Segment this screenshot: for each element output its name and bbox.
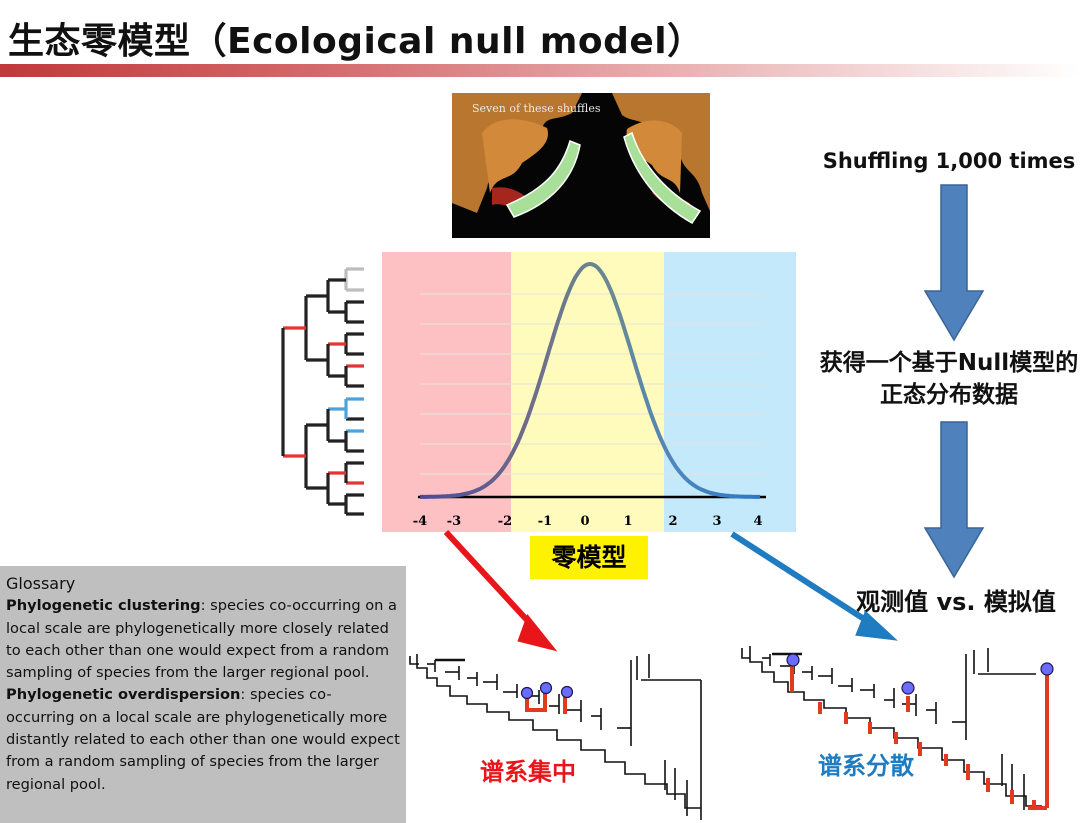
glossary-box: Glossary Phylogenetic clustering: specie… — [0, 566, 406, 823]
species-dot-icon — [520, 686, 534, 700]
overdispersion-definition: Phylogenetic overdispersion: species co-… — [6, 684, 400, 795]
tick-label: 4 — [753, 514, 762, 529]
overdispersed-phylogeny-tree — [741, 646, 1054, 810]
tick-label: 1 — [623, 514, 632, 529]
cards-hands-illustration — [452, 93, 710, 238]
clustering-def-text: : species co-occurring on a local scale … — [6, 597, 398, 682]
down-arrow-icon — [923, 184, 985, 342]
species-dot-icon — [1040, 662, 1054, 676]
normal-data-text: 获得一个基于Null模型的正态分布数据 — [819, 350, 1079, 408]
observed-vs-simulated-text: 观测值 vs. 模拟值 — [856, 588, 1056, 616]
species-dot-icon — [901, 681, 915, 695]
chart-gridlines — [420, 293, 764, 475]
tick-label: -3 — [447, 514, 461, 529]
clustering-term: Phylogenetic clustering — [6, 597, 201, 615]
blue-arrowhead-icon — [855, 610, 898, 641]
species-dot-icon — [786, 653, 800, 667]
clustering-label: 谱系集中 — [480, 758, 576, 786]
photo-caption: Seven of these shuffles — [472, 102, 601, 115]
phylogenetic-tree-regional-pool — [281, 267, 364, 516]
tick-label: -4 — [413, 514, 427, 529]
overdispersion-label: 谱系分散 — [818, 752, 914, 780]
overdispersion-term: Phylogenetic overdispersion — [6, 686, 241, 704]
left-tail-region — [382, 252, 511, 532]
tick-label: 0 — [580, 514, 589, 529]
null-model-label: 零模型 — [530, 536, 648, 579]
title-underline-bar — [0, 64, 1080, 77]
clustering-definition: Phylogenetic clustering: species co-occu… — [6, 595, 400, 684]
right-tail-region — [664, 252, 796, 532]
clustered-phylogeny-tree — [409, 654, 702, 820]
species-dot-icon — [560, 685, 574, 699]
overdispersion-def-text: : species co-occurring on a local scale … — [6, 686, 400, 793]
null-model-distribution-chart: -4 -3 -2 -1 0 1 2 3 4 — [382, 252, 796, 532]
tick-label: -2 — [498, 514, 512, 529]
species-dot-icon — [539, 681, 553, 695]
slide-title: 生态零模型（Ecological null model） — [8, 21, 704, 62]
shuffling-cards-photo: Seven of these shuffles — [452, 93, 710, 238]
red-arrowhead-icon — [517, 613, 558, 652]
tick-label: 2 — [668, 514, 677, 529]
glossary-heading: Glossary — [6, 574, 76, 593]
shuffling-text: Shuffling 1,000 times — [822, 149, 1076, 173]
normal-curve — [420, 261, 760, 499]
down-arrow-icon — [923, 421, 985, 579]
tick-label: 3 — [712, 514, 721, 529]
tick-label: -1 — [538, 514, 552, 529]
